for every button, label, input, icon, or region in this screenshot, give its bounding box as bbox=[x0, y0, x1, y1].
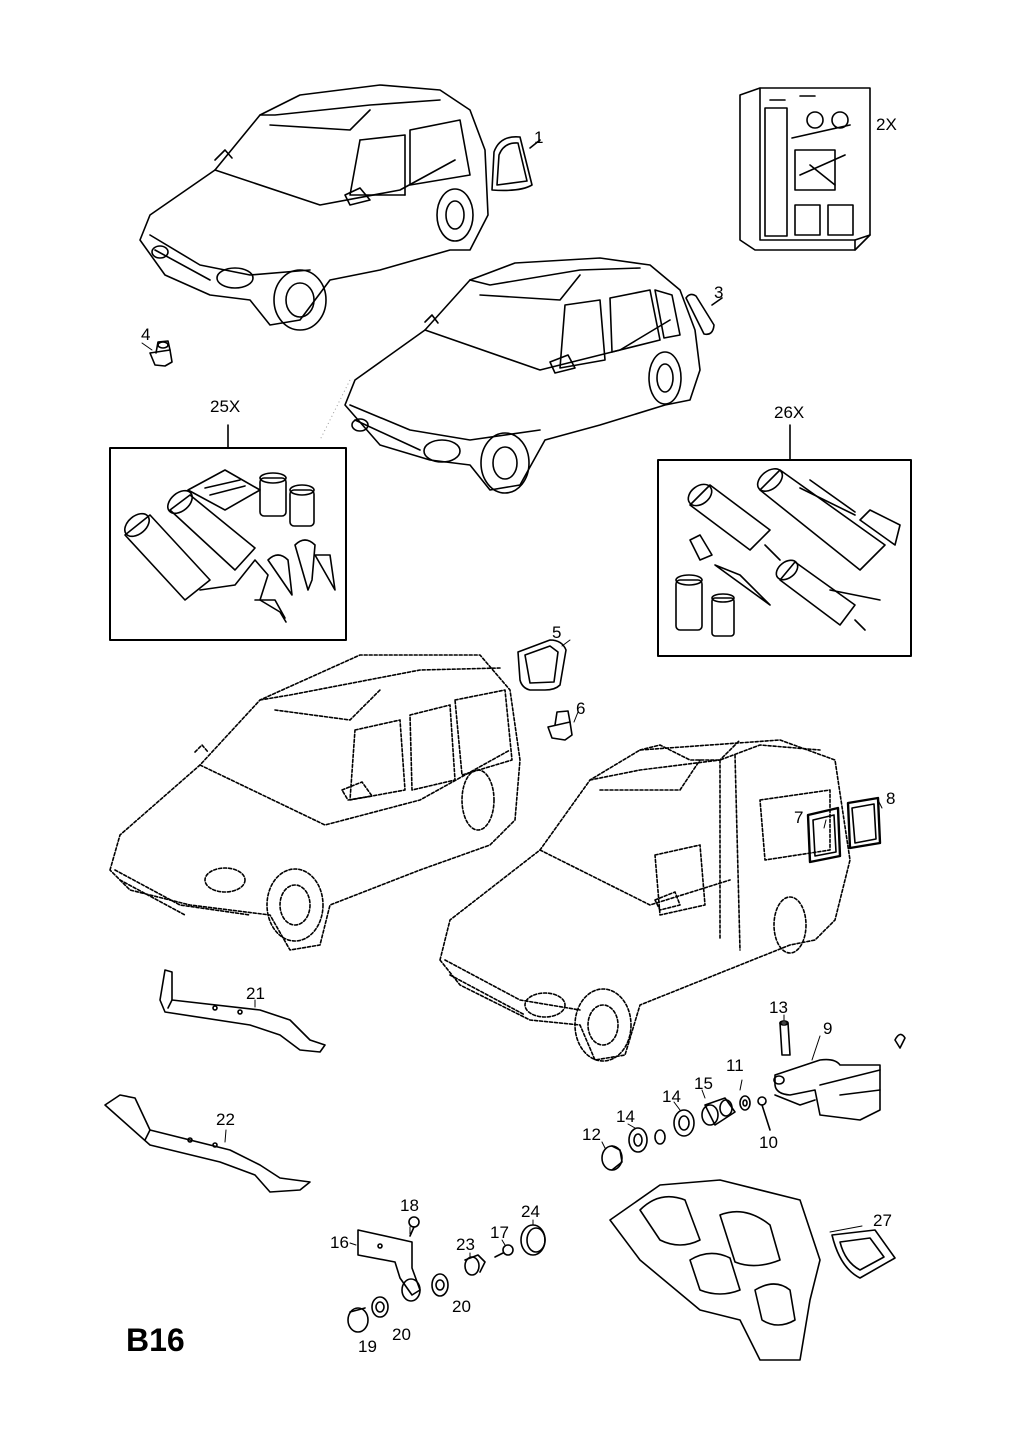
part-10-screw bbox=[757, 1096, 771, 1131]
part-16-bracket bbox=[357, 1229, 421, 1302]
faint-dotted-line bbox=[319, 379, 351, 441]
callout-22: 22 bbox=[216, 1110, 235, 1129]
part-11-washer bbox=[739, 1095, 751, 1111]
car-5door-hatchback bbox=[344, 257, 701, 494]
callout-7: 7 bbox=[794, 808, 804, 827]
part-3-side-window bbox=[685, 293, 723, 336]
callout-24: 24 bbox=[521, 1202, 540, 1221]
callout-20-left: 20 bbox=[392, 1325, 411, 1344]
callout-6: 6 bbox=[576, 699, 586, 718]
part-20-ring-a bbox=[371, 1296, 389, 1318]
callout-3: 3 bbox=[714, 283, 724, 302]
part-15-bush bbox=[701, 1097, 736, 1126]
part-27-panel bbox=[831, 1229, 896, 1279]
callout-4: 4 bbox=[141, 325, 151, 344]
callout-27: 27 bbox=[873, 1211, 892, 1230]
part-2x-kit-box bbox=[739, 87, 871, 251]
callout-23: 23 bbox=[456, 1235, 475, 1254]
part-24-cap bbox=[520, 1224, 546, 1256]
callout-17: 17 bbox=[490, 1223, 509, 1242]
callout-1: 1 bbox=[534, 128, 544, 147]
part-22-strip bbox=[104, 1094, 311, 1193]
part-9-hinge bbox=[773, 1033, 906, 1121]
callout-11: 11 bbox=[726, 1056, 744, 1075]
part-8-window bbox=[846, 796, 882, 850]
roof-trim-panel bbox=[609, 1179, 821, 1361]
callout-8: 8 bbox=[886, 789, 896, 808]
callout-21: 21 bbox=[246, 984, 265, 1003]
part-13-pin bbox=[779, 1020, 791, 1056]
callout-12: 12 bbox=[582, 1125, 601, 1144]
callout-15: 15 bbox=[694, 1074, 713, 1093]
car-3door-hatchback bbox=[139, 84, 489, 331]
callout-10: 10 bbox=[759, 1133, 778, 1152]
callout-19: 19 bbox=[358, 1337, 377, 1356]
part-1-quarter-window bbox=[491, 135, 541, 192]
part-7-window bbox=[806, 806, 842, 864]
callout-13: 13 bbox=[769, 998, 788, 1017]
callout-20-right: 20 bbox=[452, 1297, 471, 1316]
part-18-screw bbox=[408, 1216, 420, 1237]
part-21-strip bbox=[159, 969, 326, 1053]
part-4-clip bbox=[149, 340, 173, 367]
part-14-ring-a bbox=[673, 1109, 695, 1137]
callout-16: 16 bbox=[330, 1233, 349, 1252]
part-17-screw bbox=[494, 1244, 514, 1258]
page-code: B16 bbox=[126, 1322, 185, 1358]
callout-2x: 2X bbox=[876, 115, 897, 134]
part-20-ring-b bbox=[431, 1273, 449, 1297]
part-5-window bbox=[517, 639, 567, 691]
car-estate-wagon bbox=[109, 654, 521, 951]
part-23-bush bbox=[464, 1254, 486, 1276]
part-14-ring-b bbox=[628, 1127, 666, 1153]
kit-25x-box bbox=[109, 424, 347, 641]
callout-9: 9 bbox=[823, 1019, 833, 1038]
kit-26x-box bbox=[657, 424, 912, 657]
callout-14-upper: 14 bbox=[662, 1087, 681, 1106]
part-19-cap bbox=[347, 1307, 369, 1333]
leader-lines bbox=[141, 342, 883, 1259]
callout-5: 5 bbox=[552, 623, 562, 642]
callout-26x: 26X bbox=[774, 403, 805, 422]
part-6-clip bbox=[547, 710, 573, 741]
part-12-cap bbox=[601, 1145, 623, 1171]
callout-25x: 25X bbox=[210, 397, 241, 416]
callout-18: 18 bbox=[400, 1196, 419, 1215]
car-combo-van bbox=[439, 739, 851, 1062]
callout-14-lower: 14 bbox=[616, 1107, 635, 1126]
